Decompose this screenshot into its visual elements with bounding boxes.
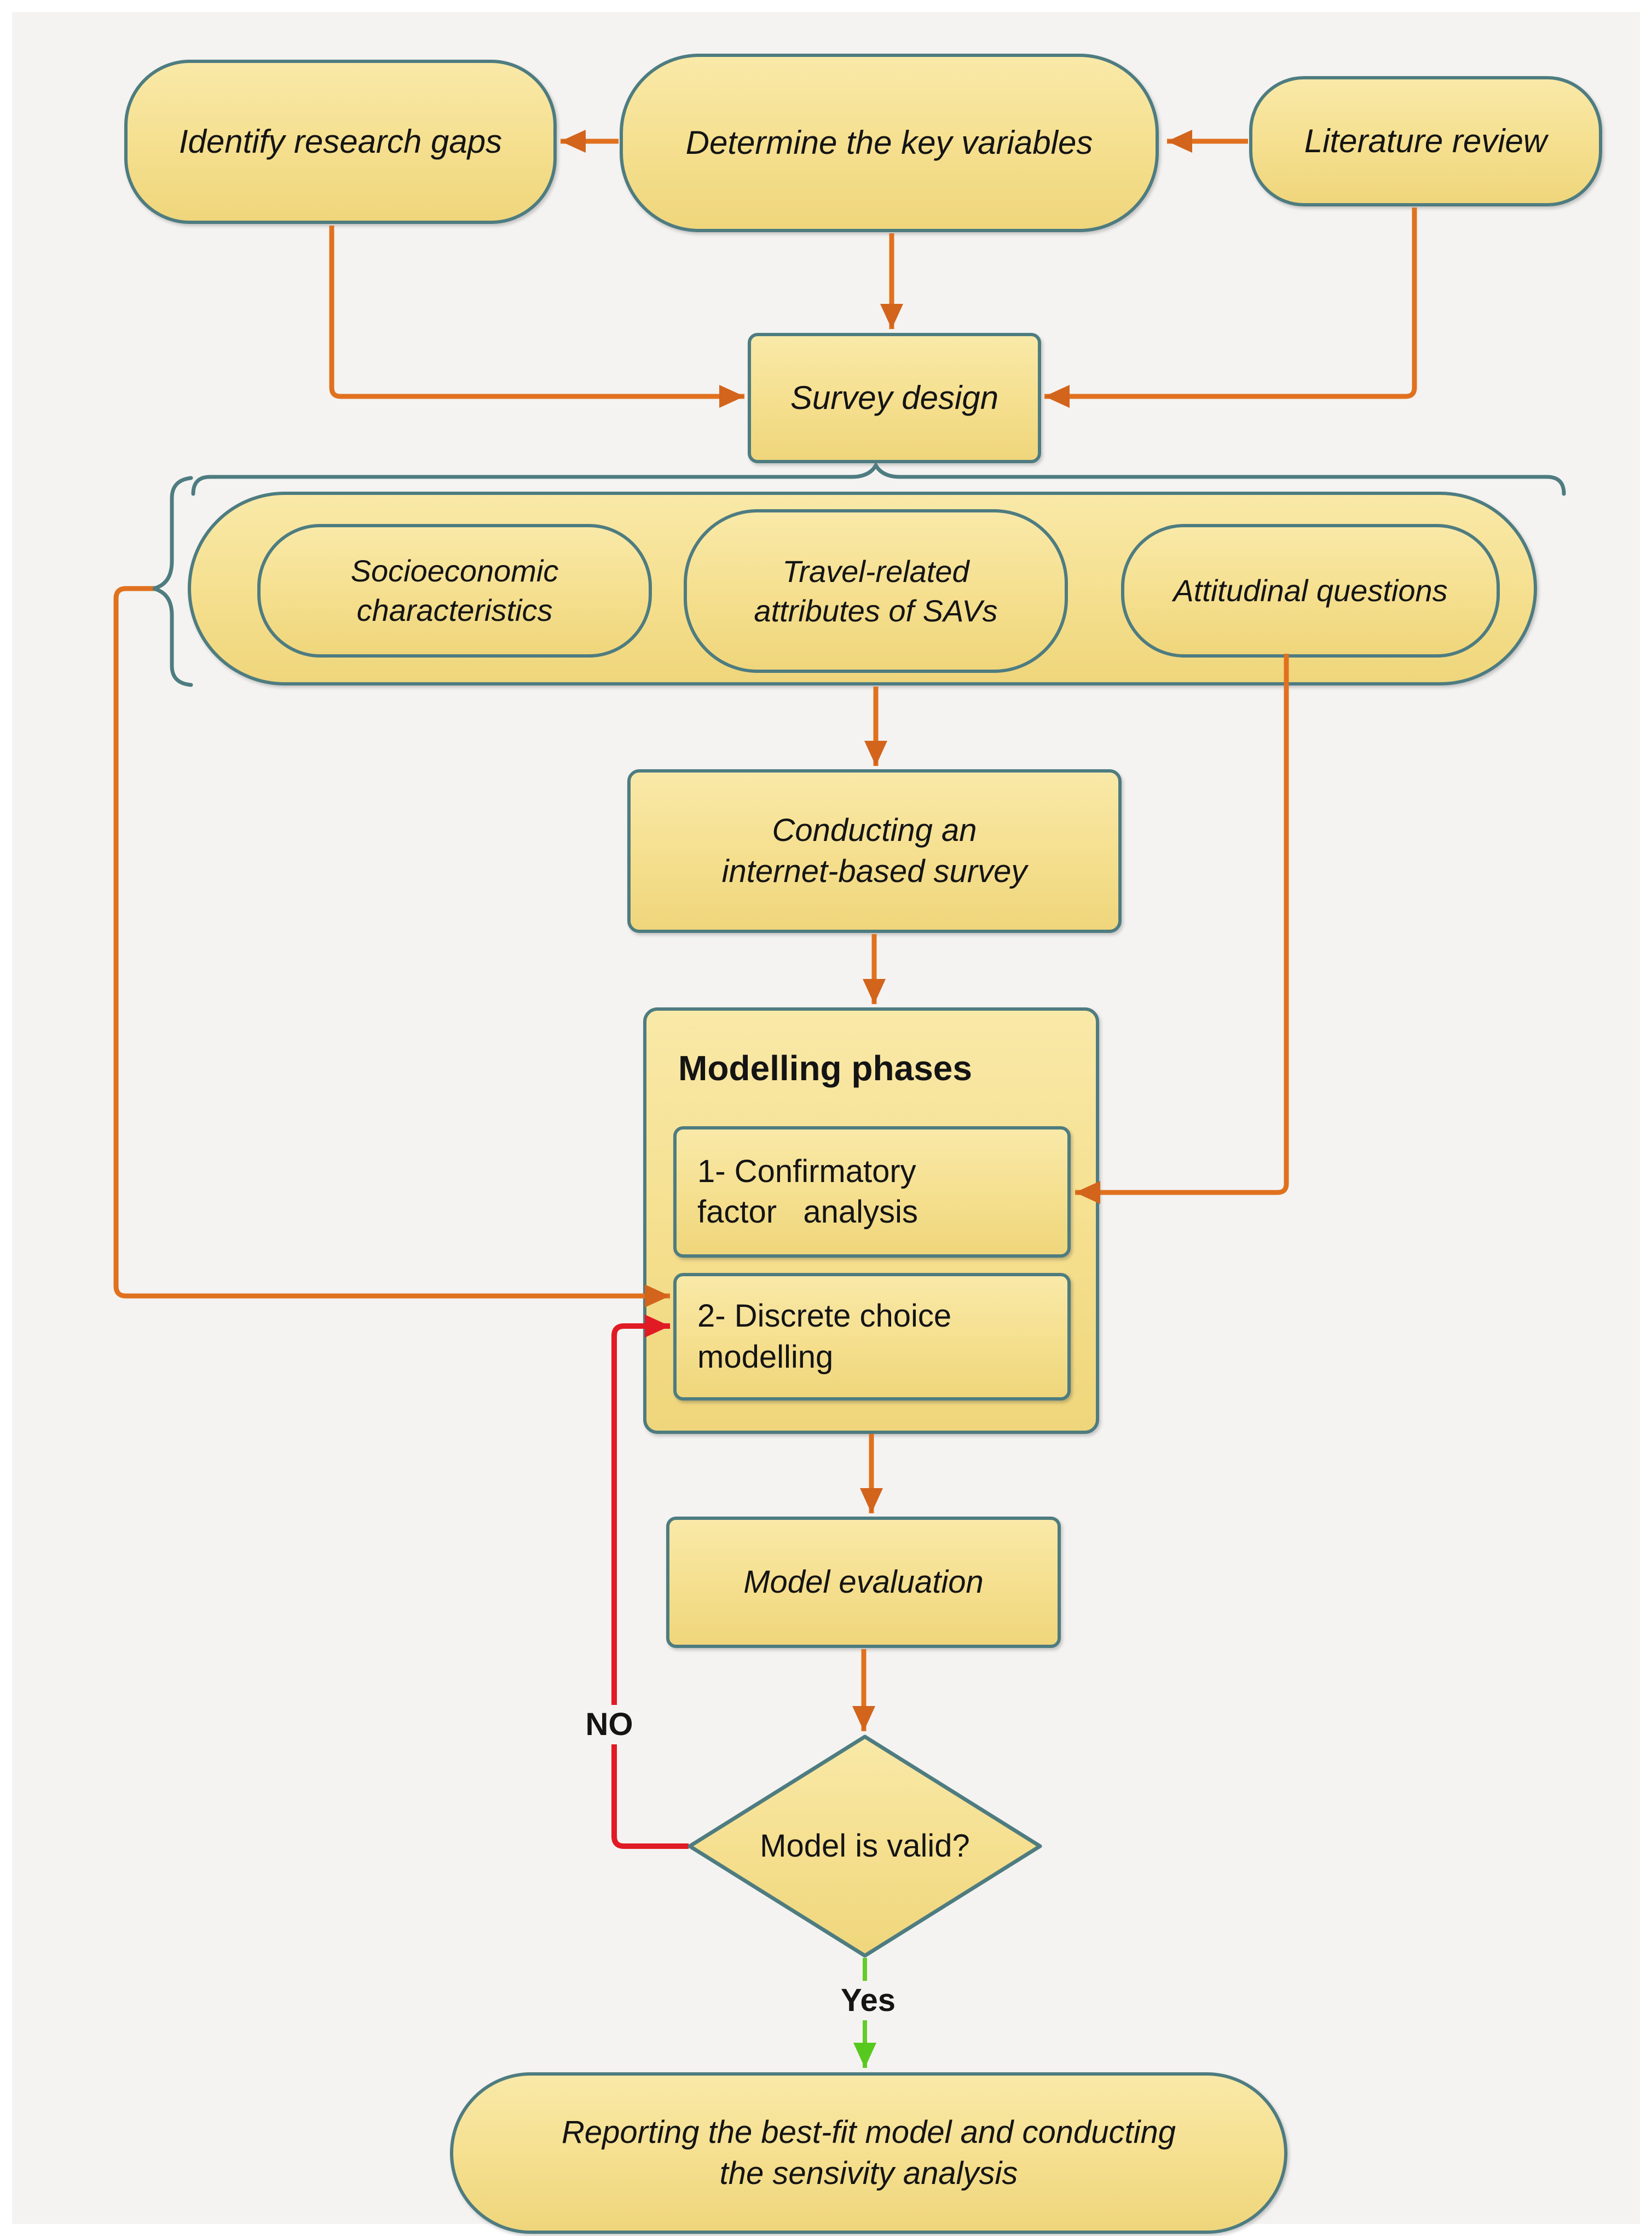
node-travel-related-attributes: Travel-related attributes of SAVs (684, 509, 1068, 673)
node-label: Conducting an internet-based survey (721, 812, 1027, 889)
arrow-no-loop-to-dcm (611, 1315, 689, 1849)
node-identify-research-gaps: Identify research gaps (124, 60, 557, 224)
connector-layer (113, 130, 1566, 2068)
node-label: 1- Confirmatory factor analysis (697, 1153, 918, 1230)
node-label: Identify research gaps (178, 123, 502, 160)
edge-label-no: NO (558, 1705, 660, 1744)
node-label: Reporting the best-fit model and conduct… (561, 2114, 1176, 2191)
node-discrete-choice-modelling: 2- Discrete choice modelling (673, 1273, 1071, 1401)
node-literature-review: Literature review (1249, 76, 1602, 206)
node-label: Determine the key variables (685, 124, 1093, 161)
decision-label: Model is valid? (713, 1816, 1017, 1876)
node-attitudinal-questions: Attitudinal questions (1121, 524, 1500, 658)
node-label: Model is valid? (760, 1828, 970, 1864)
arrow-attitudinal-to-cfa (1075, 654, 1289, 1204)
node-conducting-survey: Conducting an internet-based survey (627, 769, 1122, 933)
flowchart-board: Identify research gaps Determine the key… (12, 12, 1640, 2234)
node-label: Attitudinal questions (1173, 573, 1448, 608)
node-socioeconomic-characteristics: Socioeconomic characteristics (257, 524, 652, 658)
node-label: 2- Discrete choice modelling (697, 1298, 952, 1375)
arrow-identify-to-survey (329, 226, 744, 408)
node-determine-key-variables: Determine the key variables (620, 54, 1159, 232)
node-label: Literature review (1304, 122, 1547, 159)
edge-label-yes: Yes (817, 1981, 920, 2020)
node-model-evaluation: Model evaluation (666, 1517, 1061, 1648)
brace-survey-components (191, 461, 1566, 496)
arrow-literature-to-survey (1044, 208, 1417, 408)
node-reporting-best-fit-model: Reporting the best-fit model and conduct… (450, 2072, 1287, 2234)
decision-diamond (688, 1734, 1042, 1958)
node-label: Model evaluation (743, 1564, 984, 1600)
node-modelling-phases: Modelling phases 1- Confirmatory factor … (643, 1007, 1099, 1434)
node-survey-design: Survey design (748, 333, 1041, 463)
modelling-phases-heading: Modelling phases (678, 1048, 972, 1088)
node-label: Travel-related attributes of SAVs (754, 554, 998, 628)
brace-left-components (153, 476, 193, 687)
node-label: Survey design (790, 379, 999, 416)
node-label: Socioeconomic characteristics (350, 554, 559, 627)
node-confirmatory-factor-analysis: 1- Confirmatory factor analysis (673, 1126, 1071, 1258)
arrow-socioeconomic-to-dcm (113, 586, 670, 1307)
